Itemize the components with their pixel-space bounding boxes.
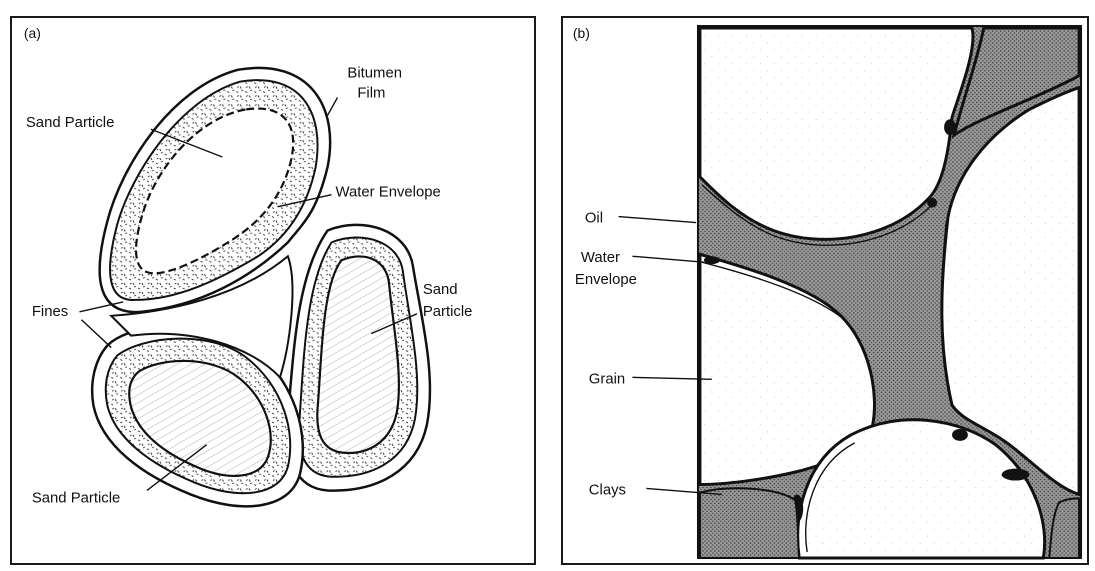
panel-a-tag: (a): [24, 25, 41, 41]
label-sand-particle-bottom: Sand Particle: [32, 490, 120, 506]
clay-patch-7: [927, 198, 937, 208]
pore-space-diagram: (b): [563, 18, 1087, 563]
panel-a: (a): [10, 16, 536, 565]
leader-water-envelope: [632, 256, 703, 262]
label-sand-right-line1: Sand: [423, 282, 458, 298]
clay-patch-3: [1002, 469, 1030, 481]
sand-particle-right-group: [287, 225, 430, 491]
sand-particle-right: [317, 256, 399, 453]
label-fines: Fines: [32, 304, 68, 320]
label-clays: Clays: [589, 482, 626, 498]
oil-sand-grain-diagram: (a): [12, 18, 534, 563]
clay-patch-6: [704, 256, 720, 264]
leader-fines-2: [81, 320, 111, 348]
sand-particle-top-group: [100, 68, 331, 312]
leader-oil: [619, 217, 696, 223]
panel-b-tag: (b): [573, 25, 590, 41]
clay-patch-4: [952, 429, 968, 441]
label-water-envelope-line2: Envelope: [575, 272, 637, 288]
label-water-envelope: Water Envelope: [336, 185, 441, 201]
label-grain: Grain: [589, 371, 625, 387]
label-bitumen-line2: Film: [357, 85, 385, 101]
label-water-envelope-line1: Water: [581, 250, 620, 266]
clay-patch-5: [944, 119, 956, 135]
label-oil: Oil: [585, 211, 603, 227]
oil-bottom-left: [700, 488, 799, 558]
panel-b: (b): [561, 16, 1089, 565]
label-sand-particle-top: Sand Particle: [26, 115, 114, 131]
leader-bitumen-film: [328, 97, 338, 115]
label-sand-right-line2: Particle: [423, 304, 473, 320]
label-bitumen-line1: Bitumen: [347, 66, 402, 82]
